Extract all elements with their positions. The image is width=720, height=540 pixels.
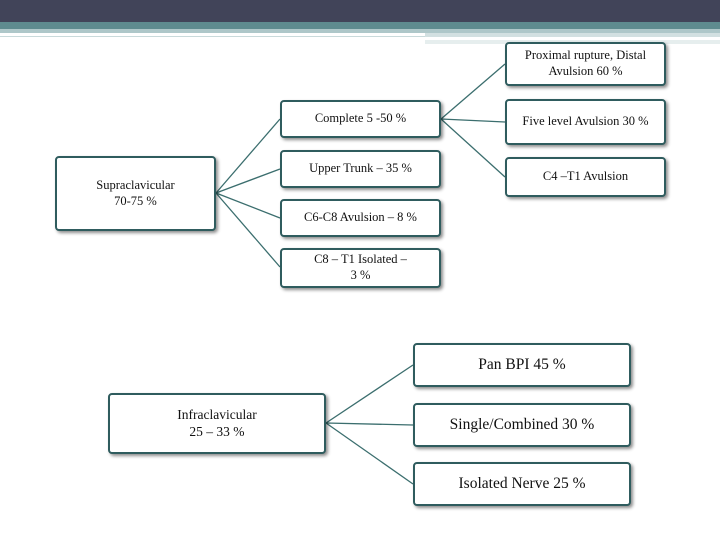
c6c8-avulsion-label: C6-C8 Avulsion – 8 % (304, 210, 417, 225)
single-combined-label: Single/Combined 30 % (449, 416, 595, 434)
five-level-avulsion-label: Five level Avulsion 30 % (522, 114, 649, 129)
c4t1-avulsion-node: C4 –T1 Avulsion (505, 157, 666, 197)
connector-infra-pan-bpi (325, 364, 414, 424)
five-level-avulsion-node: Five level Avulsion 30 % (505, 99, 666, 145)
single-combined-node: Single/Combined 30 % (413, 403, 631, 447)
header-stripe-right (425, 33, 720, 37)
infraclavicular-label: Infraclavicular 25 – 33 % (177, 406, 257, 439)
connector-infra-single (325, 422, 414, 426)
isolated-nerve-label: Isolated Nerve 25 % (458, 475, 586, 493)
connector-complete-proximal (440, 63, 506, 120)
proximal-rupture-label: Proximal rupture, Distal Avulsion 60 % (524, 48, 647, 78)
connector-complete-c4t1 (440, 118, 506, 178)
upper-trunk-node: Upper Trunk – 35 % (280, 150, 441, 188)
pan-bpi-label: Pan BPI 45 % (478, 356, 566, 374)
c8t1-isolated-label: C8 – T1 Isolated – 3 % (314, 252, 407, 282)
complete-node: Complete 5 -50 % (280, 100, 441, 138)
connector-supra-c6c8 (215, 192, 281, 219)
connector-supra-complete (215, 118, 281, 194)
supraclavicular-label: Supraclavicular 70-75 % (96, 177, 175, 208)
supraclavicular-node: Supraclavicular 70-75 % (55, 156, 216, 231)
connector-infra-isolated (325, 422, 414, 485)
connector-supra-upper-trunk (215, 168, 281, 194)
complete-label: Complete 5 -50 % (314, 111, 407, 126)
proximal-rupture-node: Proximal rupture, Distal Avulsion 60 % (505, 42, 666, 86)
c8t1-isolated-node: C8 – T1 Isolated – 3 % (280, 248, 441, 288)
header-stripe (0, 22, 720, 29)
connector-complete-five-level (440, 118, 506, 123)
pan-bpi-node: Pan BPI 45 % (413, 343, 631, 387)
c4t1-avulsion-label: C4 –T1 Avulsion (542, 169, 629, 184)
isolated-nerve-node: Isolated Nerve 25 % (413, 462, 631, 506)
header-stripe-light (0, 29, 720, 33)
header-rule (0, 36, 430, 37)
header-bar (0, 0, 720, 22)
connector-supra-c8t1 (215, 192, 281, 268)
c6c8-avulsion-node: C6-C8 Avulsion – 8 % (280, 199, 441, 237)
infraclavicular-node: Infraclavicular 25 – 33 % (108, 393, 326, 454)
upper-trunk-label: Upper Trunk – 35 % (309, 161, 412, 176)
